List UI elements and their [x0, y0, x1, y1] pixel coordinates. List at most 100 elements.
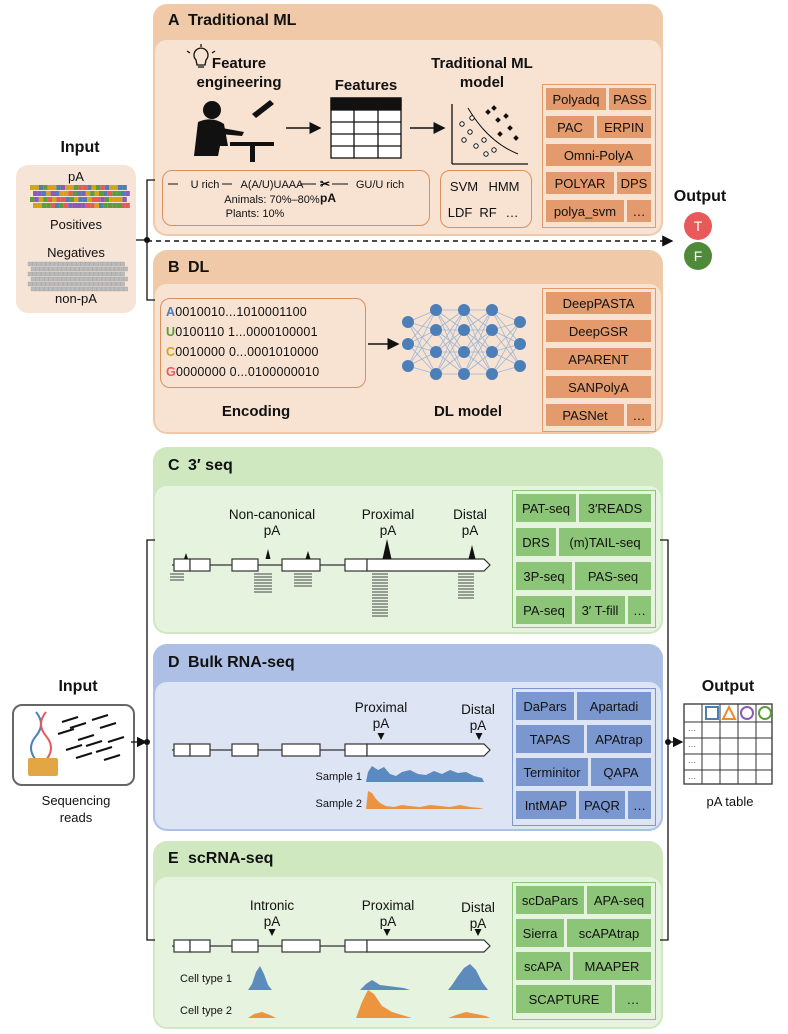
- panel-b-title: DL: [188, 259, 210, 276]
- e-distal-label: Distal pA: [461, 900, 495, 931]
- panel-d-letter: D: [168, 654, 180, 671]
- panel-a-title: Traditional ML: [188, 12, 297, 29]
- dl-model-label: DL model: [433, 403, 503, 420]
- encoding-row-g: G0000000 0...0100000010: [166, 365, 319, 379]
- tool-pasnet: PASNet: [546, 404, 624, 426]
- tool-maaper: MAAPER: [573, 952, 651, 980]
- tool-dapars: DaPars: [516, 692, 574, 720]
- encoding-row-c: C0010000 0...0001010000: [166, 345, 319, 359]
- tool-omni-polya: Omni-PolyA: [546, 144, 651, 166]
- panel-b-letter: B: [168, 259, 180, 276]
- model-hmm: HMM: [488, 179, 520, 194]
- sequencing-reads-label: Sequencing reads: [41, 793, 111, 825]
- svg-text:···: ···: [688, 774, 696, 783]
- tool-paqr: PAQR: [579, 791, 625, 819]
- tool-polyar: POLYAR: [546, 172, 614, 194]
- panel-a-letter: A: [168, 12, 180, 29]
- feature-engineering-label: Feature engineering: [196, 55, 282, 91]
- intronic-label: Intronic pA: [249, 898, 295, 929]
- tool-terminitor: Terminitor: [516, 758, 588, 786]
- tool-scdapars: scDaPars: [516, 886, 584, 914]
- u-rich-label: U rich: [190, 179, 220, 191]
- tool-apa-seq: APA-seq: [587, 886, 651, 914]
- non-pa-label: non-pA: [55, 291, 97, 306]
- encoding-label: Encoding: [221, 403, 291, 420]
- bits-a: 0010010...1010001100: [175, 305, 307, 319]
- panel-c-title: 3′ seq: [188, 457, 233, 474]
- d-distal-label: Distal pA: [461, 702, 495, 733]
- non-canonical-label: Non-canonical pA: [228, 507, 316, 538]
- tool-3-t-fill: 3′ T-fill: [575, 596, 625, 624]
- tool-sanpolya: SANPolyA: [546, 376, 651, 398]
- base-g: G: [166, 365, 176, 379]
- tool-aparent: APARENT: [546, 348, 651, 370]
- tool-tapas: TAPAS: [516, 725, 584, 753]
- cell1-label: Cell type 1: [180, 973, 232, 985]
- tool-pass: PASS: [609, 88, 651, 110]
- tool-polyadq: Polyadq: [546, 88, 606, 110]
- tool-pat-seq: PAT-seq: [516, 494, 576, 522]
- bits-u: 0100110 1...0000100001: [175, 325, 318, 339]
- model-more: …: [505, 205, 519, 220]
- panel-c-letter: C: [168, 457, 180, 474]
- bits-c: 0010000 0...0001010000: [175, 345, 319, 359]
- tool-intmap: IntMAP: [516, 791, 576, 819]
- tool-c-more: …: [628, 596, 651, 624]
- animals-label: Animals: 70%–80%: [224, 194, 320, 206]
- tool-d-more: …: [628, 791, 651, 819]
- true-label: T: [693, 218, 703, 234]
- pa-table-label: pA table: [706, 794, 754, 809]
- tool-a-more: …: [627, 200, 651, 222]
- plants-label: Plants: 10%: [225, 208, 285, 220]
- encoding-row-u: U0100110 1...0000100001: [166, 325, 318, 339]
- pa-label: pA: [68, 169, 84, 184]
- false-circle: F: [684, 242, 712, 270]
- signal-box: [162, 170, 430, 226]
- tool-dps: DPS: [617, 172, 651, 194]
- models-box: [440, 170, 532, 228]
- svg-text:···: ···: [688, 726, 696, 735]
- features-label: Features: [334, 77, 398, 94]
- pa-site-label: pA: [320, 191, 336, 205]
- svg-text:···: ···: [688, 742, 696, 751]
- c-proximal-label: Proximal pA: [361, 507, 415, 538]
- negatives-label: Negatives: [47, 245, 105, 260]
- tool-sierra: Sierra: [516, 919, 564, 947]
- encoding-box: [160, 298, 366, 388]
- positives-label: Positives: [49, 217, 103, 232]
- tool-deeppasta: DeepPASTA: [546, 292, 651, 314]
- input-title-bottom: Input: [58, 678, 98, 695]
- panel-d-title: Bulk RNA-seq: [188, 654, 295, 671]
- ml-model-label: Traditional ML model: [431, 55, 533, 91]
- tool-pas-seq: PAS-seq: [575, 562, 651, 590]
- c-distal-label: Distal pA: [453, 507, 487, 538]
- tool-b-more: …: [627, 404, 651, 426]
- tool-3p-seq: 3P-seq: [516, 562, 572, 590]
- model-svm: SVM: [449, 179, 479, 194]
- model-ldf: LDF: [447, 205, 473, 220]
- base-a: A: [166, 305, 176, 319]
- base-u: U: [166, 325, 176, 339]
- pa-table-icon: ··· ··· ··· ···: [683, 703, 773, 785]
- e-proximal-label: Proximal pA: [361, 898, 415, 929]
- tool-e-more: …: [615, 985, 651, 1013]
- tool-erpin: ERPIN: [597, 116, 651, 138]
- tool-drs: DRS: [516, 528, 556, 556]
- output-title-bottom: Output: [701, 678, 755, 695]
- gu-rich-label: GU/U rich: [355, 179, 405, 191]
- true-circle: T: [684, 212, 712, 240]
- model-rf: RF: [479, 205, 497, 220]
- bracket-dot: [144, 237, 150, 243]
- tool-pa-seq: PA-seq: [516, 596, 572, 624]
- tool-scapture: SCAPTURE: [516, 985, 612, 1013]
- tool-apatrap: APAtrap: [587, 725, 651, 753]
- input-title-top: Input: [60, 139, 100, 156]
- svg-text:···: ···: [688, 758, 696, 767]
- bits-g: 0000000 0...0100000010: [175, 365, 320, 379]
- output-title-top: Output: [673, 188, 727, 205]
- hexamer-label: A(A/U)UAAA: [240, 179, 304, 191]
- false-label: F: [693, 248, 703, 264]
- cell2-label: Cell type 2: [180, 1005, 232, 1017]
- sequencing-reads-box: [12, 704, 135, 786]
- encoding-row-a: A0010010...1010001100: [166, 305, 307, 319]
